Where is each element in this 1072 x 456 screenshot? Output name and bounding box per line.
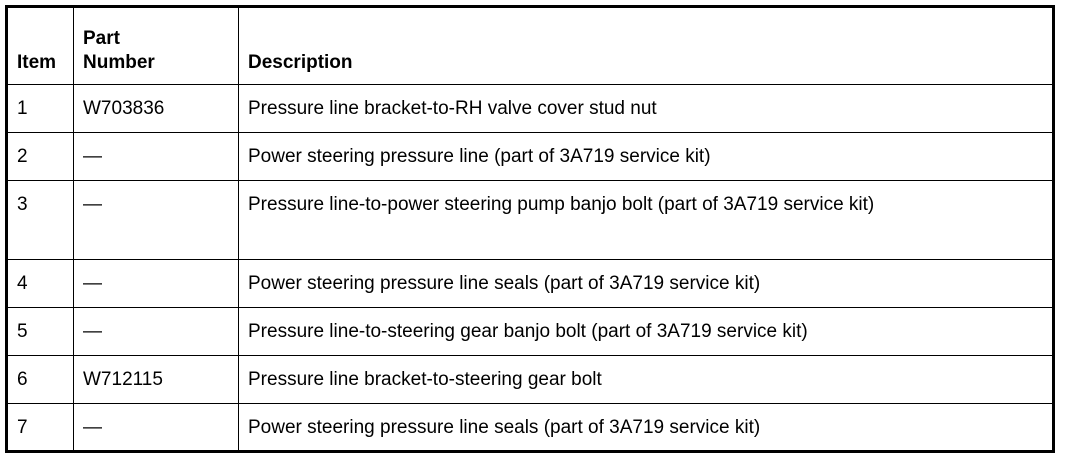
column-header-part-number-line2: Number — [83, 52, 155, 73]
cell-part-number: W712115 — [73, 355, 239, 404]
cell-part-number: — — [73, 403, 239, 452]
header-row: Item Part Number Description — [6, 6, 1054, 85]
column-header-item: Item — [6, 6, 74, 85]
cell-item: 7 — [6, 403, 74, 452]
cell-part-number: — — [73, 180, 239, 260]
column-header-part-number: Part Number — [73, 6, 239, 85]
cell-part-number: — — [73, 132, 239, 181]
cell-description: Pressure line-to-power steering pump ban… — [238, 180, 1054, 260]
table-row: 6 W712115 Pressure line bracket-to-steer… — [6, 355, 1054, 404]
cell-item: 1 — [6, 84, 74, 133]
table-row: 3 — Pressure line-to-power steering pump… — [6, 180, 1054, 260]
cell-part-number: W703836 — [73, 84, 239, 133]
cell-item: 6 — [6, 355, 74, 404]
table-row: 2 — Power steering pressure line (part o… — [6, 132, 1054, 181]
cell-description: Power steering pressure line seals (part… — [238, 259, 1054, 308]
cell-description: Power steering pressure line seals (part… — [238, 403, 1054, 452]
cell-part-number: — — [73, 307, 239, 356]
table-row: 7 — Power steering pressure line seals (… — [6, 403, 1054, 452]
cell-item: 3 — [6, 180, 74, 260]
cell-item: 2 — [6, 132, 74, 181]
column-header-part-number-line1: Part — [83, 28, 120, 49]
cell-item: 4 — [6, 259, 74, 308]
cell-part-number: — — [73, 259, 239, 308]
table-row: 4 — Power steering pressure line seals (… — [6, 259, 1054, 308]
parts-reference-table: Item Part Number Description 1 W703836 P… — [5, 5, 1055, 453]
cell-description: Pressure line-to-steering gear banjo bol… — [238, 307, 1054, 356]
cell-description: Pressure line bracket-to-RH valve cover … — [238, 84, 1054, 133]
cell-description: Pressure line bracket-to-steering gear b… — [238, 355, 1054, 404]
table-header: Item Part Number Description — [6, 6, 1054, 85]
column-header-description: Description — [238, 6, 1054, 85]
table-body: 1 W703836 Pressure line bracket-to-RH va… — [6, 84, 1054, 452]
table-row: 5 — Pressure line-to-steering gear banjo… — [6, 307, 1054, 356]
cell-description: Power steering pressure line (part of 3A… — [238, 132, 1054, 181]
cell-item: 5 — [6, 307, 74, 356]
table-row: 1 W703836 Pressure line bracket-to-RH va… — [6, 84, 1054, 133]
